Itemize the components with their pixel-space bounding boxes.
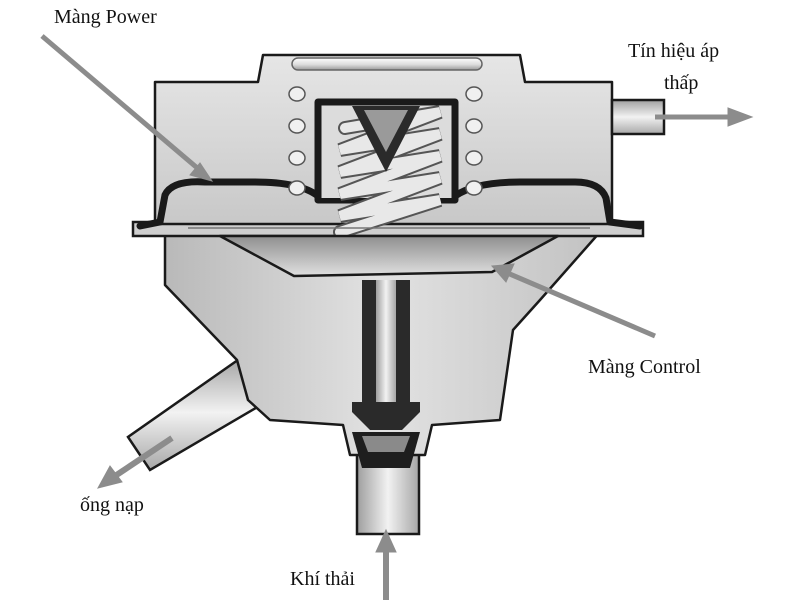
outer-spring-coils	[288, 86, 483, 196]
control-diaphragm-plate	[188, 227, 590, 278]
power-diaphragm-pointer	[40, 34, 204, 174]
pointer-arrows	[40, 34, 754, 600]
valve-stem	[362, 280, 410, 404]
label-exhaust: Khí thải	[290, 568, 355, 590]
label-signal-line1: Tín hiệu áp	[628, 40, 720, 62]
intake-pointer	[110, 435, 174, 481]
valve-head	[352, 402, 420, 468]
control-diaphragm-pointer	[504, 269, 656, 339]
label-intake: ống nạp	[80, 494, 144, 516]
label-power-diaphragm: Màng Power	[54, 6, 157, 28]
label-signal-line2: thấp	[664, 72, 699, 94]
spring-top-coil	[291, 57, 483, 71]
label-control-diaphragm: Màng Control	[588, 356, 701, 378]
